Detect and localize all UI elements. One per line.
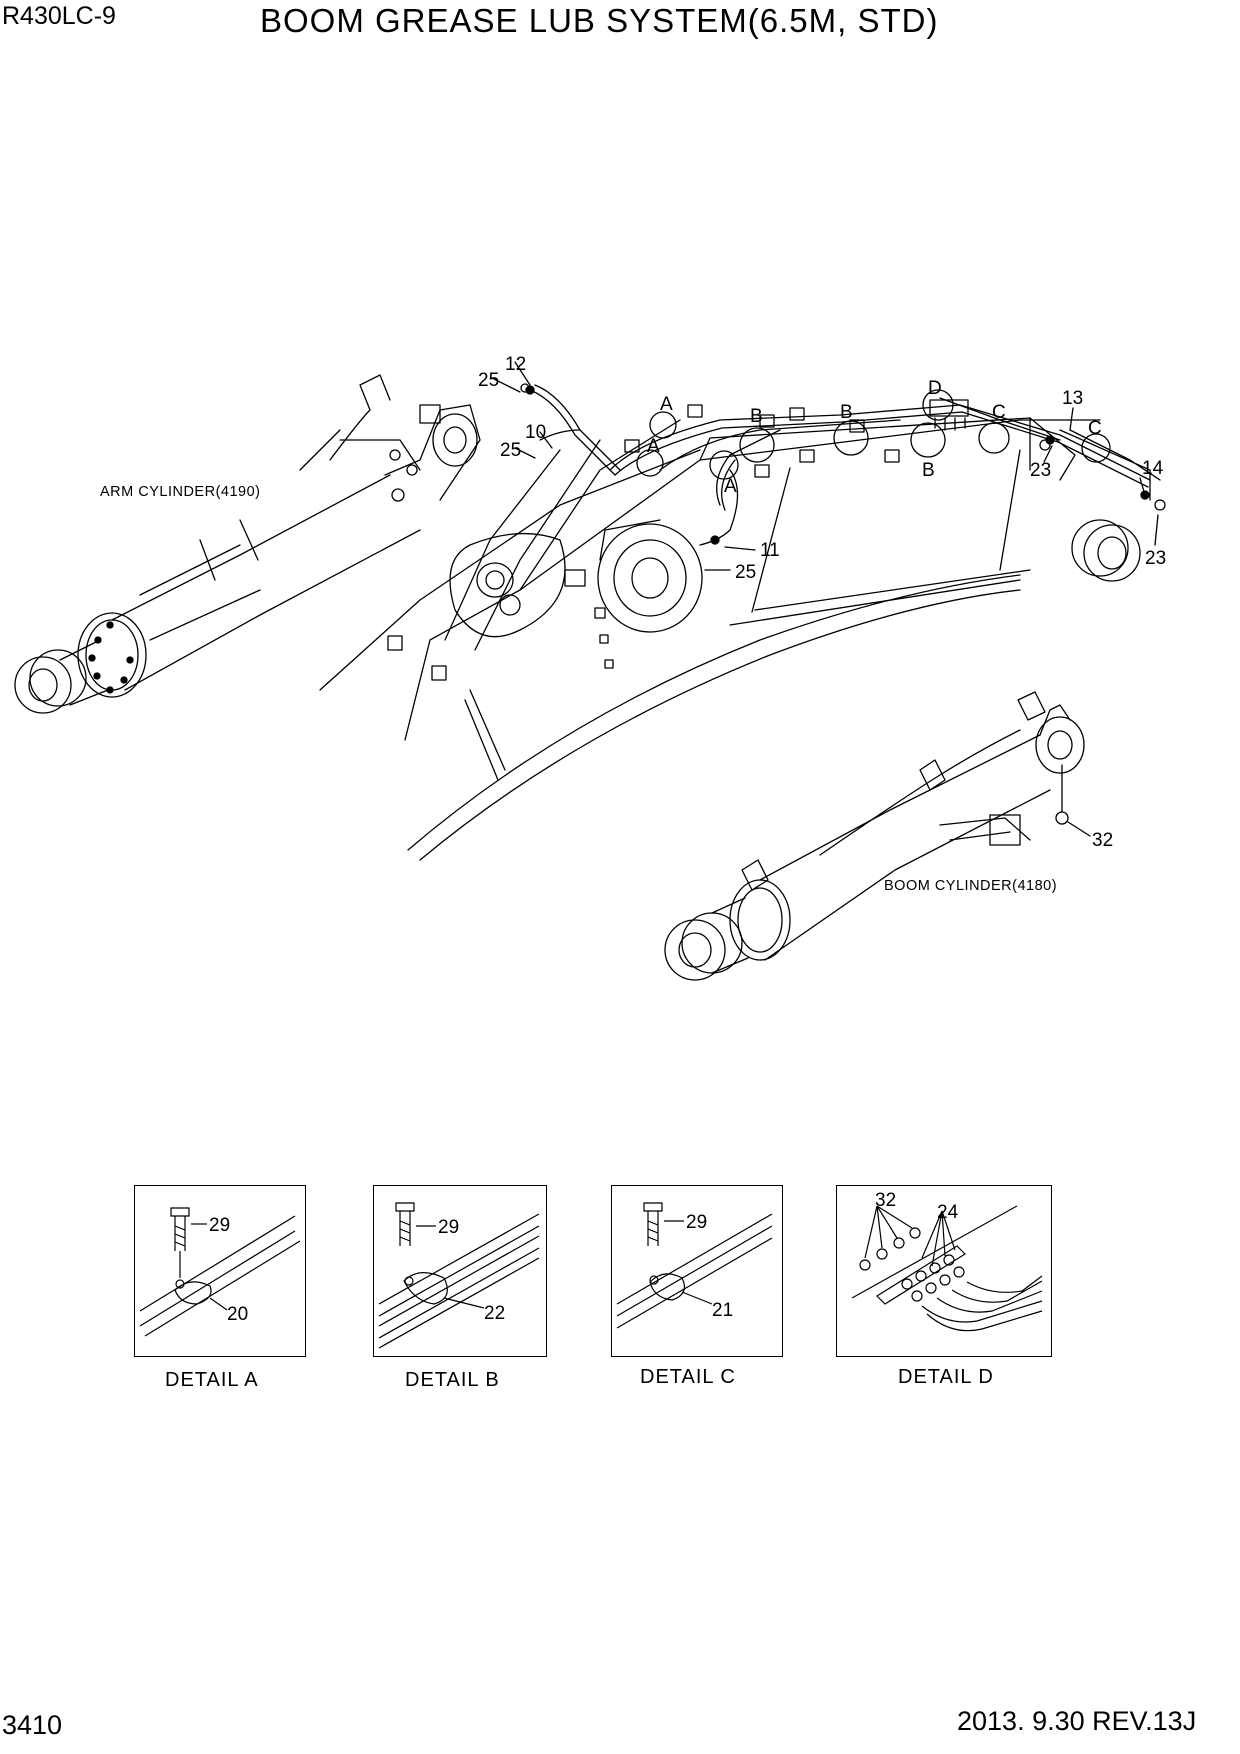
callout-25: 25 <box>500 440 521 461</box>
detail-d-caption: DETAIL D <box>898 1366 994 1388</box>
callout-23: 23 <box>1145 548 1166 569</box>
callout-14: 14 <box>1142 458 1164 479</box>
detail-key-c: C <box>1088 418 1102 439</box>
boom-cylinder <box>664 691 1085 981</box>
model-number: R430LC-9 <box>2 2 116 30</box>
callout-25: 25 <box>478 370 499 391</box>
detail-key-a: A <box>647 436 660 457</box>
detail-c-caption: DETAIL C <box>640 1366 736 1388</box>
detail-d-fitting-callout: 32 <box>875 1190 896 1211</box>
arm-cylinder-label: ARM CYLINDER(4190) <box>100 484 261 500</box>
detail-key-b: B <box>922 460 935 481</box>
detail-a-box: 29 20 <box>134 1185 306 1357</box>
callout-32: 32 <box>1092 830 1113 851</box>
detail-c-bolt-callout: 29 <box>686 1212 707 1233</box>
detail-d-nipple-callout: 24 <box>937 1202 959 1223</box>
callout-11: 11 <box>760 540 780 561</box>
callout-25: 25 <box>735 562 756 583</box>
callout-leaders <box>491 361 1159 837</box>
page-title: BOOM GREASE LUB SYSTEM(6.5M, STD) <box>260 2 939 39</box>
detail-key-b: B <box>840 402 853 423</box>
page-number: 3410 <box>2 1710 63 1740</box>
detail-key-d: D <box>928 378 942 399</box>
detail-key-b: B <box>750 406 763 427</box>
detail-key-c: C <box>992 402 1006 423</box>
detail-a-caption: DETAIL A <box>165 1369 259 1391</box>
detail-key-a: A <box>660 394 673 415</box>
date-revision: 2013. 9.30 REV.13J <box>957 1706 1197 1736</box>
detail-d-box: 32 24 <box>836 1185 1052 1357</box>
detail-a-bolt-callout: 29 <box>209 1215 230 1236</box>
detail-circles <box>636 389 1111 480</box>
callout-10: 10 <box>525 422 546 443</box>
arm-cylinder <box>14 374 481 714</box>
detail-b-caption: DETAIL B <box>405 1369 500 1391</box>
detail-a-clamp-callout: 20 <box>227 1304 248 1325</box>
detail-b-clamp-callout: 22 <box>484 1303 505 1324</box>
callout-12: 12 <box>505 354 526 375</box>
detail-c-clamp-callout: 21 <box>712 1300 733 1321</box>
detail-b-bolt-callout: 29 <box>438 1217 459 1238</box>
boom-cylinder-label: BOOM CYLINDER(4180) <box>884 878 1057 894</box>
detail-c-box: 29 21 <box>611 1185 783 1357</box>
detail-key-a: A <box>724 476 737 497</box>
detail-b-box: 29 22 <box>373 1185 547 1357</box>
boom-structure <box>319 404 1141 861</box>
callout-23: 23 <box>1030 460 1051 481</box>
callout-13: 13 <box>1062 388 1083 409</box>
